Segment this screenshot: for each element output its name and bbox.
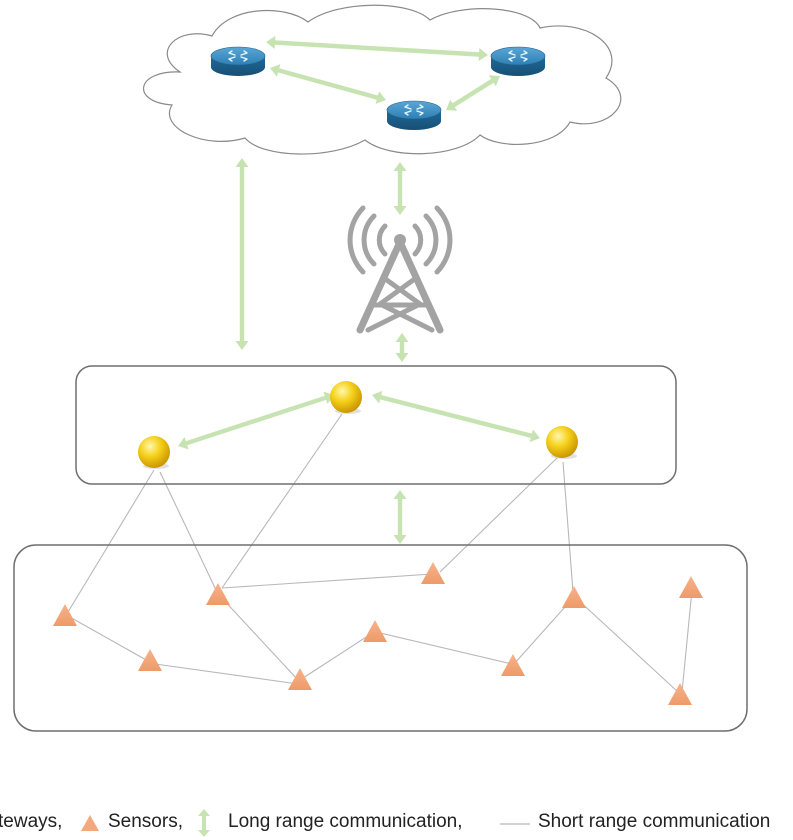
legend: teways, Sensors, Long range communicatio… — [0, 808, 793, 840]
gateway-node-icon — [546, 426, 578, 459]
short-range-link — [681, 589, 693, 693]
long-range-arrow — [446, 75, 500, 111]
short-range-link — [147, 662, 299, 685]
long-range-arrow — [372, 390, 540, 443]
long-range-arrow — [270, 64, 386, 104]
sensor-triangle-icon — [138, 649, 162, 671]
long-range-arrow — [178, 391, 334, 450]
short-range-link — [299, 631, 375, 681]
sensor-triangle-icon — [562, 586, 586, 608]
long-range-arrow — [395, 333, 409, 362]
sensor-triangle-icon — [363, 620, 387, 642]
legend-sensors-label: Sensors, — [108, 811, 183, 832]
legend-short-range-label: Short range communication — [538, 811, 771, 832]
sensor-triangle-icon — [81, 815, 99, 831]
sensor-triangle-icon — [501, 654, 525, 676]
short-range-link — [439, 457, 558, 573]
short-range-link — [575, 597, 679, 693]
sensor-triangle-icon — [206, 583, 230, 605]
sensor-triangle-icon — [53, 604, 77, 626]
sensor-triangle-icon — [421, 562, 445, 584]
gateway-layer-box — [75, 365, 677, 485]
router-icon — [490, 46, 546, 76]
router-icon — [210, 46, 266, 76]
legend-gateways-label: teways, — [0, 811, 63, 832]
long-range-arrow — [266, 36, 488, 61]
gateway-node-icon — [330, 381, 362, 414]
long-range-arrow — [393, 490, 407, 544]
gateway-node-icon — [138, 436, 170, 469]
sensor-triangle-icon — [288, 668, 312, 690]
short-range-link — [67, 615, 149, 662]
long-range-arrow-icon — [198, 809, 210, 837]
short-range-link — [159, 471, 217, 591]
short-range-link — [221, 573, 433, 589]
legend-long-range-label: Long range communication, — [228, 811, 463, 832]
short-range-link — [67, 469, 155, 613]
short-range-link — [375, 631, 513, 665]
sensor-layer-box — [13, 544, 748, 732]
short-range-link — [562, 461, 574, 593]
short-range-link — [221, 413, 343, 589]
router-icon — [386, 100, 442, 130]
cell-tower-icon — [347, 205, 453, 334]
sensor-triangle-icon — [679, 576, 703, 598]
short-range-link — [513, 597, 574, 665]
long-range-arrow — [235, 158, 249, 350]
short-range-line-icon — [500, 823, 530, 825]
short-range-link — [219, 595, 299, 681]
long-range-arrow — [393, 162, 407, 215]
sensor-triangle-icon — [668, 683, 692, 705]
cloud-network-boundary — [142, 4, 622, 155]
long-range-links — [178, 36, 540, 544]
